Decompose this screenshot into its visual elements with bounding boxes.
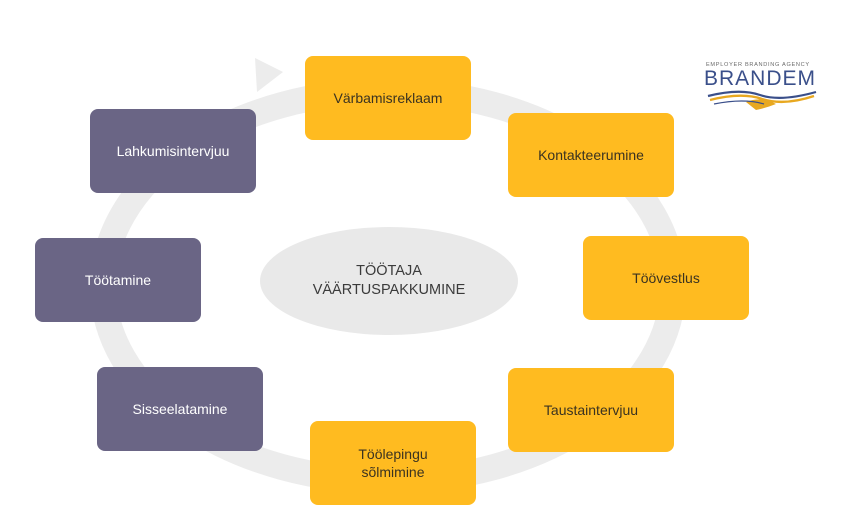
cycle-arrowhead	[255, 58, 283, 92]
step-varbamisreklaam: Värbamisreklaam	[305, 56, 471, 140]
logo-wordmark: BRANDEM	[704, 67, 817, 90]
step-kontakteerumine: Kontakteerumine	[508, 113, 674, 197]
logo-tagline: EMPLOYER BRANDING AGENCY	[706, 62, 810, 68]
logo-swoosh-icon	[707, 90, 817, 110]
step-lahkumisintervjuu: Lahkumisintervjuu	[90, 109, 256, 193]
step-taustaintervjuu: Taustaintervjuu	[508, 368, 674, 452]
step-sisseelatamine: Sisseelatamine	[97, 367, 263, 451]
step-toolepingu-solmimine: Töölepingu sõlmimine	[310, 421, 476, 505]
brandem-logo: EMPLOYER BRANDING AGENCY BRANDEM	[700, 62, 822, 112]
step-toovestlus: Töövestlus	[583, 236, 749, 320]
center-value-proposition: TÖÖTAJA VÄÄRTUSPAKKUMINE	[260, 227, 518, 335]
step-tootamine: Töötamine	[35, 238, 201, 322]
